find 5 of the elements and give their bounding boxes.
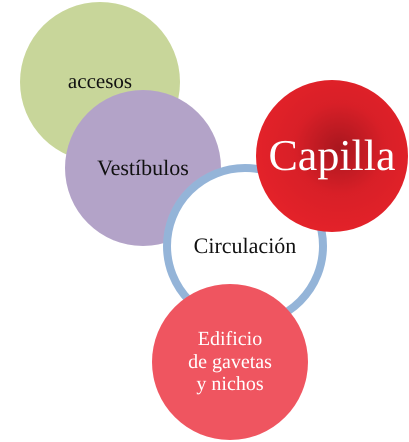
circle-label: Circulación (194, 234, 296, 258)
circle-label: accesos (68, 70, 132, 94)
circle-label: Capilla (268, 131, 396, 181)
circle-label: Vestíbulos (97, 156, 189, 180)
circle-label: Edificio de gavetas y nichos (187, 328, 273, 396)
